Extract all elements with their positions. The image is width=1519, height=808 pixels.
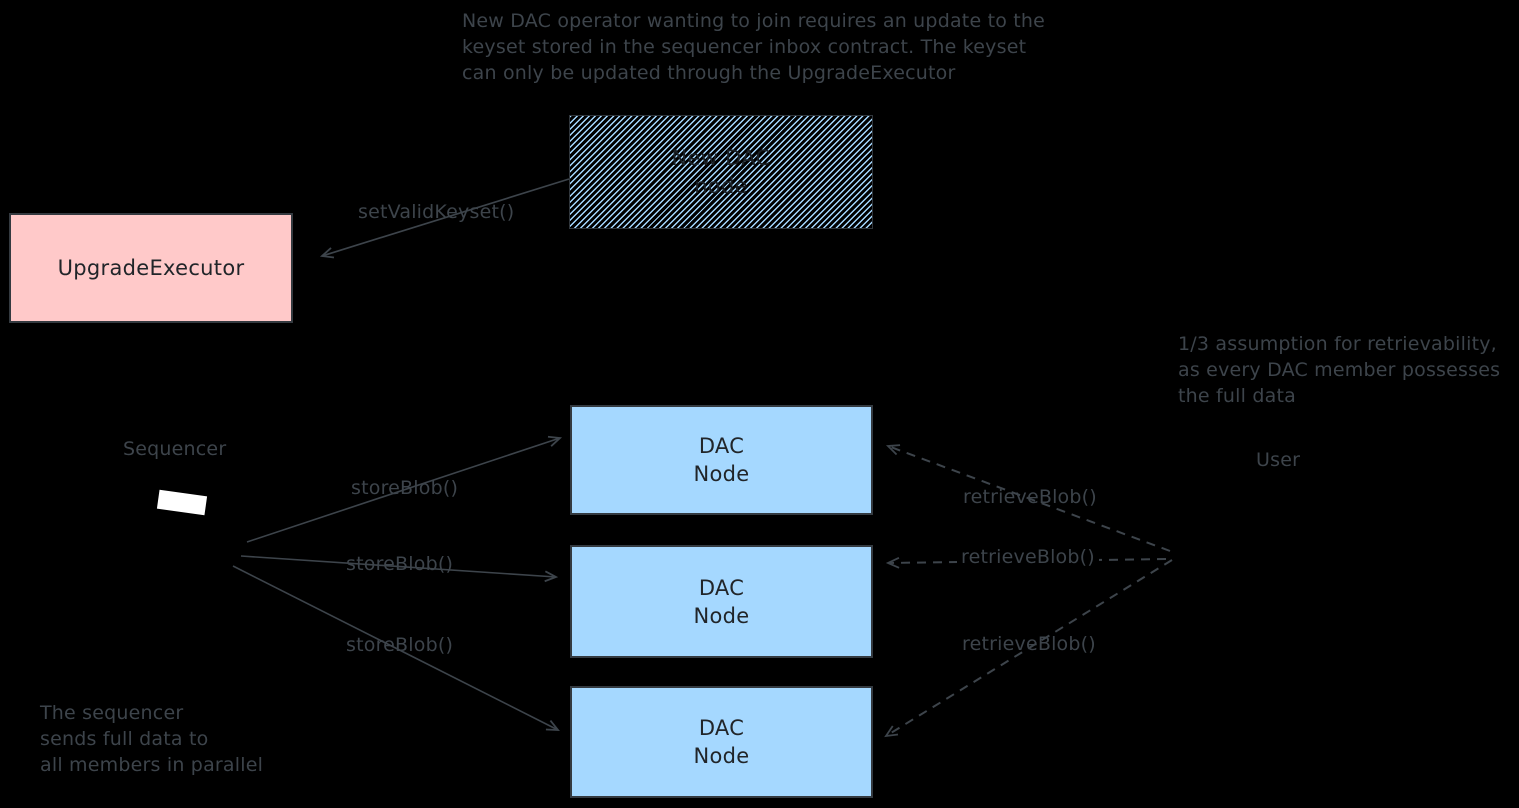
dac-node-1-line2: Node [693,462,750,486]
assumption-note: 1/3 assumption for retrievability, as ev… [1178,331,1500,409]
dac-node-2-line2: Node [693,603,750,628]
top-note-line: can only be updated through the UpgradeE… [462,62,956,84]
user-label: User [1256,449,1301,471]
assumption-note-line: 1/3 assumption for retrievability, [1178,333,1497,355]
upgrade-executor-label: UpgradeExecutor [57,256,245,280]
new-dac-node-label-line1: New DAC [671,146,771,170]
new-dac-node-label-line2: node [694,174,748,198]
label-store-blob-2: storeBlob() [346,553,454,575]
label-set-valid-keyset: setValidKeyset() [358,201,515,223]
sequencer-label: Sequencer [123,438,227,460]
label-retrieve-blob-3: retrieveBlob() [962,633,1096,655]
label-retrieve-blob-1: retrieveBlob() [963,486,1097,508]
upgrade-executor-box: UpgradeExecutor [9,213,293,323]
dac-node-box-1: DAC Node [570,405,873,515]
dac-node-3-line2: Node [693,744,750,768]
sequencer-note-line: The sequencer [40,702,184,724]
label-store-blob-3: storeBlob() [346,634,454,656]
assumption-note-line: as every DAC member possesses [1178,359,1501,381]
dac-node-1-line1: DAC [698,434,745,458]
sequencer-note-line: sends full data to [40,728,209,750]
arrow-set-valid-keyset [319,178,570,259]
arrow-retrieve-blob-3 [884,559,1173,738]
arrow-retrieve-blob-1 [885,444,1171,552]
arrow-store-blob-2 [240,555,559,583]
arrow-retrieve-blob-2 [885,557,1167,569]
assumption-note-line: the full data [1178,385,1296,407]
dac-node-2-line1: DAC [698,575,745,600]
dac-node-box-3: DAC Node [570,686,873,798]
dac-node-3-line1: DAC [698,716,745,740]
sequencer-note-line: all members in parallel [40,754,264,776]
arrow-store-blob-3 [232,565,560,731]
top-note-line: keyset stored in the sequencer inbox con… [462,36,1027,58]
sequencer-note: The sequencer sends full data to all mem… [40,700,263,778]
label-store-blob-1: storeBlob() [351,477,459,499]
top-note: New DAC operator wanting to join require… [462,8,1045,86]
dac-node-box-2: DAC Node [570,545,873,658]
arrow-store-blob-1 [246,435,563,543]
top-note-line: New DAC operator wanting to join require… [462,10,1046,32]
label-retrieve-blob-2: retrieveBlob() [957,546,1099,568]
new-dac-node-box: New DAC node [569,115,873,229]
